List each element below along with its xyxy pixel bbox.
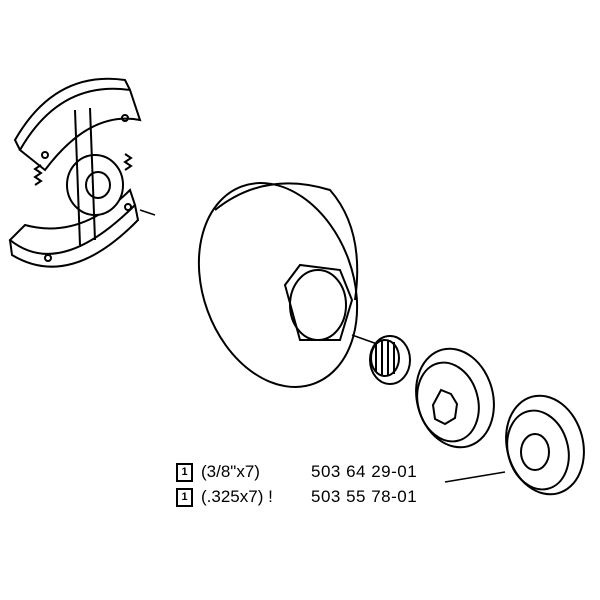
quantity-box: 1 [176, 462, 193, 482]
part-spec: (.325x7) ! [201, 487, 273, 506]
clutch-assembly [8, 77, 156, 268]
clutch-drum [197, 182, 381, 388]
part-number: 503 55 78-01 [311, 487, 418, 506]
part-row: 1 (3/8"x7) 503 64 29-01 [176, 462, 417, 482]
quantity-box: 1 [176, 487, 193, 507]
rim-sprocket [415, 347, 495, 449]
part-number: 503 64 29-01 [311, 462, 418, 481]
part-spec: (3/8"x7) [201, 462, 260, 481]
part-row: 1 (.325x7) ! 503 55 78-01 [176, 487, 417, 507]
spur-sprocket [444, 394, 585, 496]
needle-bearing [369, 335, 411, 385]
